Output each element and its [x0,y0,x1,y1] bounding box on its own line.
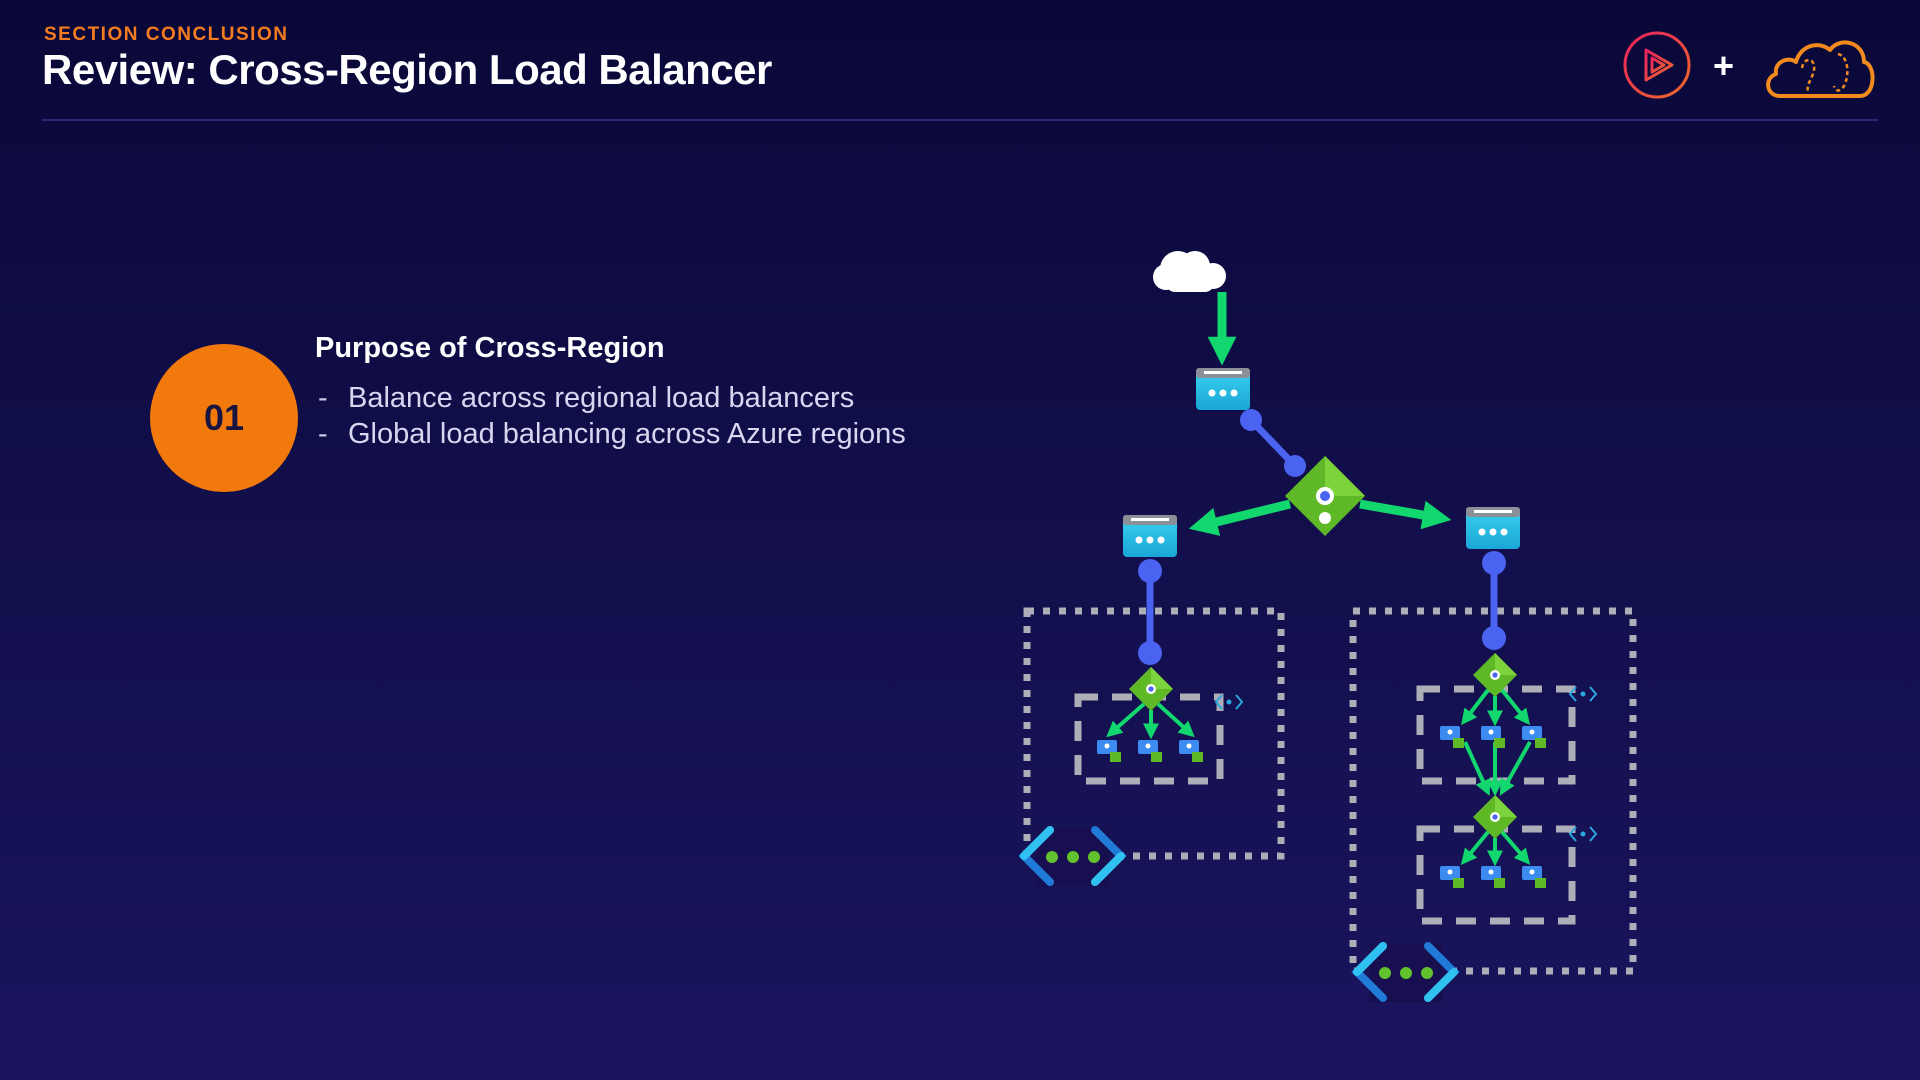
public-ip-icon [1123,515,1177,557]
eyebrow-label: SECTION CONCLUSION [44,24,289,45]
connector-dot [1240,409,1262,431]
public-ip-icon [1196,368,1250,410]
bullet-text: Global load balancing across Azure regio… [348,418,906,450]
section-number-badge: 01 [150,344,298,492]
cross-region-diagram [1018,251,1637,1002]
virtual-machine-icon [1522,726,1546,748]
virtual-machine-icon [1179,740,1203,762]
lb-arrow-right [1359,499,1452,530]
virtual-machine-icon [1522,866,1546,888]
internet-cloud-icon [1153,251,1226,292]
connector-dot [1482,551,1506,575]
load-balancer-icon [1473,795,1517,839]
connector-dot [1482,626,1506,650]
bullet-item: -Global load balancing across Azure regi… [318,418,906,450]
play-logo-icon [1623,31,1691,99]
cloud-logo-icon [1766,40,1875,98]
plus-sign: + [1713,45,1735,86]
subnet-icon [1214,694,1244,710]
subnet-left [1074,693,1224,785]
connector-dot [1138,641,1162,665]
virtual-machine-icon [1440,866,1464,888]
page-title: Review: Cross-Region Load Balancer [42,46,772,93]
load-balancer-icon [1129,667,1173,711]
subnet-icon [1568,686,1598,702]
public-ip-icon [1466,507,1520,549]
bullet-item: -Balance across regional load balancers [318,382,855,414]
virtual-machine-icon [1097,740,1121,762]
virtual-network-icon [1018,826,1127,886]
bullet-list: -Balance across regional load balancers … [318,380,906,452]
virtual-machine-icon [1481,866,1505,888]
section-heading: Purpose of Cross-Region [315,332,665,364]
load-balancer-icon [1285,456,1365,536]
load-balancer-icon [1473,653,1517,697]
connector-dot [1284,455,1306,477]
bullet-text: Balance across regional load balancers [348,382,855,414]
region-boundary-left [1023,607,1285,860]
subnet-icon [1568,826,1598,842]
virtual-machine-icon [1440,726,1464,748]
virtual-machine-icon [1138,740,1162,762]
connector-dot [1138,559,1162,583]
virtual-network-icon [1351,942,1460,1002]
header-divider [42,119,1878,121]
lb-arrow-left [1188,499,1292,536]
virtual-machine-icon [1481,726,1505,748]
